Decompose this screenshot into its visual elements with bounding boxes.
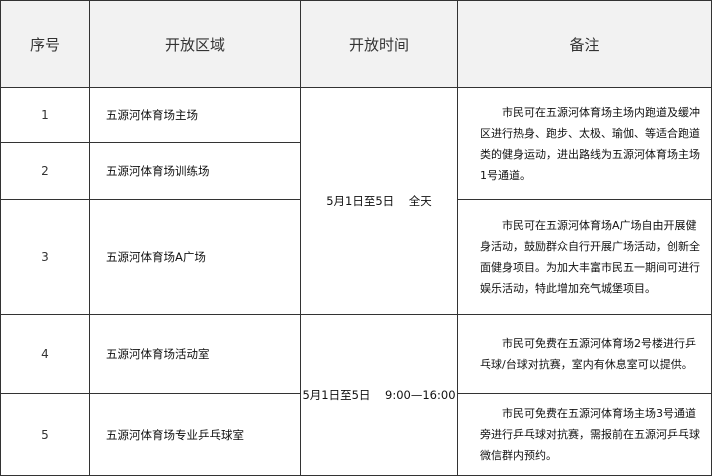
row-2-no: 2 <box>0 142 90 200</box>
row-1-no: 1 <box>0 87 90 143</box>
note-text: 市民可在五源河体育场主场内跑道及缓冲区进行热身、跑步、太极、瑜伽、等适合跑道类的… <box>480 105 700 182</box>
time-cell-rows-1-3: 5月1日至5日 全天 <box>300 87 458 315</box>
note-cell-row-4: 市民可免费在五源河体育场2号楼进行乒乓球/台球对抗赛，室内有休息室可以提供。 <box>457 314 712 394</box>
row-3-area: 五源河体育场A广场 <box>89 199 301 315</box>
row-number: 1 <box>41 108 49 122</box>
row-3-no: 3 <box>0 199 90 315</box>
header-note-label: 备注 <box>569 35 600 54</box>
note-text: 市民可免费在五源河体育场2号楼进行乒乓球/台球对抗赛，室内有休息室可以提供。 <box>480 337 696 371</box>
area-name: 五源河体育场训练场 <box>106 164 210 178</box>
header-area: 开放区域 <box>89 0 301 88</box>
area-name: 五源河体育场A广场 <box>106 250 206 264</box>
open-time: 5月1日至5日 全天 <box>326 194 432 208</box>
row-5-no: 5 <box>0 393 90 476</box>
note-cell-row-5: 市民可免费在五源河体育场主场3号通道旁进行乒乓球对抗赛，需报前在五源河乒乓球微信… <box>457 393 712 476</box>
header-time: 开放时间 <box>300 0 458 88</box>
time-cell-rows-4-5: 5月1日至5日 9:00—16:00 <box>300 314 458 476</box>
row-4-area: 五源河体育场活动室 <box>89 314 301 394</box>
header-note: 备注 <box>457 0 712 88</box>
row-number: 2 <box>41 164 49 178</box>
row-4-no: 4 <box>0 314 90 394</box>
area-name: 五源河体育场主场 <box>106 108 198 122</box>
note-text: 市民可免费在五源河体育场主场3号通道旁进行乒乓球对抗赛，需报前在五源河乒乓球微信… <box>480 407 700 462</box>
row-number: 5 <box>41 427 49 442</box>
row-number: 3 <box>41 250 49 264</box>
row-2-area: 五源河体育场训练场 <box>89 142 301 200</box>
header-no: 序号 <box>0 0 90 88</box>
area-name: 五源河体育场专业乒乓球室 <box>106 427 244 442</box>
row-1-area: 五源河体育场主场 <box>89 87 301 143</box>
row-5-area: 五源河体育场专业乒乓球室 <box>89 393 301 476</box>
note-cell-row-3: 市民可在五源河体育场A广场自由开展健身活动，鼓励群众自行开展广场活动，创新全面健… <box>457 199 712 315</box>
note-cell-rows-1-2: 市民可在五源河体育场主场内跑道及缓冲区进行热身、跑步、太极、瑜伽、等适合跑道类的… <box>457 87 712 200</box>
note-text: 市民可在五源河体育场A广场自由开展健身活动，鼓励群众自行开展广场活动，创新全面健… <box>480 219 700 295</box>
row-number: 4 <box>41 347 49 361</box>
header-area-label: 开放区域 <box>164 35 225 54</box>
open-time: 5月1日至5日 9:00—16:00 <box>302 388 456 402</box>
area-name: 五源河体育场活动室 <box>106 347 210 361</box>
header-time-label: 开放时间 <box>348 35 409 54</box>
header-no-label: 序号 <box>29 35 60 54</box>
